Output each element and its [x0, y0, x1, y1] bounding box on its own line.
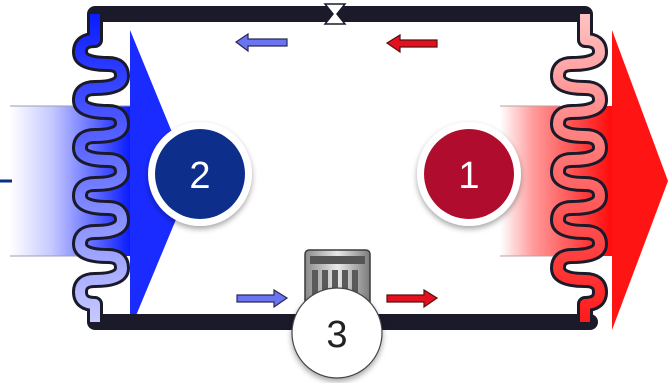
- badge-evaporator-label: 2: [189, 155, 210, 197]
- badge-condenser: [417, 122, 521, 226]
- badge-evaporator: [148, 122, 252, 226]
- badge-compressor-label: 3: [326, 314, 347, 356]
- flow-arrow-bottom-red-right-icon: [386, 288, 439, 309]
- refrigerant-loop: [72, 3, 608, 330]
- flow-arrow-top-blue-left-icon: [234, 32, 288, 53]
- flow-arrow-top-red-left-icon: [385, 33, 438, 54]
- expansion-valve: [323, 3, 347, 25]
- flow-arrow-bottom-blue-right-icon: [236, 288, 289, 309]
- badge-compressor: [291, 287, 383, 379]
- badge-condenser-label: 1: [458, 155, 479, 197]
